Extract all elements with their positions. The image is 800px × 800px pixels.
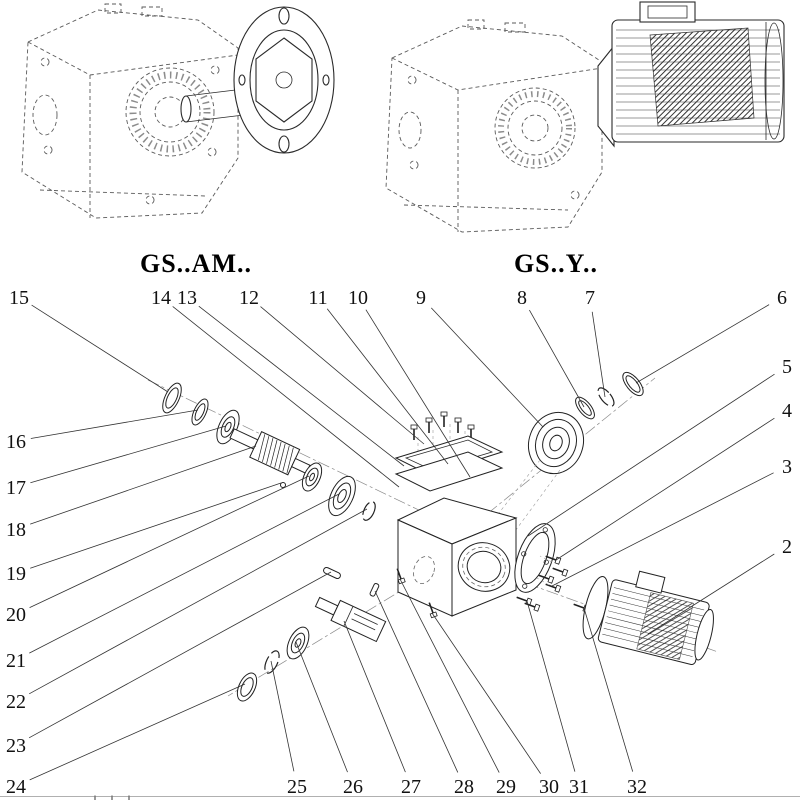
leader-line-3 [551,472,774,587]
key-part-23 [323,566,341,580]
gs-am-variant-drawing [21,3,335,219]
callout-number-10: 10 [348,287,368,309]
leader-line-28 [374,590,459,773]
bearing-part-20 [301,462,323,492]
callout-number-22: 22 [6,691,26,713]
worm-shaft-part-18 [229,428,311,476]
seal-ring-part-6 [622,371,644,397]
leader-line-6 [635,304,770,384]
leader-line-12 [260,306,425,445]
callout-number-17: 17 [6,477,26,499]
leader-line-31 [526,600,576,772]
leader-line-25 [270,660,295,772]
leader-line-18 [30,445,257,525]
motor-terminal-box [639,1,696,23]
callout-number-5: 5 [782,356,792,378]
output-cover-part-5 [514,523,556,593]
leader-line-10 [365,309,471,478]
leader-line-7 [591,311,606,398]
leader-line-4 [555,417,775,561]
leader-line-11 [326,308,449,465]
callout-number-3: 3 [782,456,792,478]
gs-y-label: GS..Y.. [514,249,598,278]
callout-number-14: 14 [151,287,171,309]
input-axis-centerline [147,379,451,526]
leader-line-15 [31,304,169,393]
seal-ring-part-15 [162,382,182,414]
motor-shaded-band [649,27,755,127]
callout-number-8: 8 [517,287,527,309]
snap-ring-part-25 [264,650,280,674]
worm-wheel-part-21 [328,475,356,517]
motor-part-2 [582,570,714,665]
callout-number-25: 25 [287,776,307,798]
leader-line-2 [647,553,775,635]
gs-am-output-flange [233,6,335,154]
cover-bolts-12 [410,411,475,441]
leader-line-9 [431,307,544,428]
callout-number-9: 9 [416,287,426,309]
leader-line-16 [30,409,199,439]
pin-part-19 [280,482,286,488]
retaining-ring-part-22 [362,501,376,521]
callout-number-26: 26 [343,776,363,798]
leader-line-27 [343,620,406,773]
cropped-table-edge [0,795,800,800]
callout-number-24: 24 [6,776,26,798]
callout-number-15: 15 [9,287,29,309]
leader-line-30 [431,612,541,774]
leader-line-21 [29,493,340,654]
leader-line-26 [295,641,348,773]
callout-number-32: 32 [627,776,647,798]
leader-line-24 [29,683,246,781]
leader-line-14 [172,306,400,488]
gear-housing-part [396,497,518,617]
callout-number-18: 18 [6,519,26,541]
callout-number-16: 16 [6,431,26,453]
output-shaft-part-27 [314,596,387,643]
callout-number-27: 27 [401,776,421,798]
leader-line-17 [30,425,227,484]
callout-number-12: 12 [239,287,259,309]
callout-number-30: 30 [539,776,559,798]
bearing-part-26 [286,626,310,660]
pin-part-28 [369,583,380,597]
callout-number-4: 4 [782,400,792,422]
callout-number-20: 20 [6,604,26,626]
gs-am-label: GS..AM.. [140,249,252,278]
spacer-ring-part-8 [575,396,595,420]
leader-line-19 [30,482,282,569]
leader-line-13 [198,305,405,467]
callout-number-2: 2 [782,536,792,558]
gs-y-motor [597,1,785,148]
gs-y-variant-drawing [385,1,785,233]
callout-number-19: 19 [6,563,26,585]
callout-number-13: 13 [177,287,197,309]
motor-fan-cowl [764,22,784,140]
motor-flange-bolts-31-32 [514,593,590,613]
callout-number-28: 28 [454,776,474,798]
gs-am-output-shaft [180,87,253,123]
leader-line-32 [583,607,634,772]
callout-number-11: 11 [308,287,327,309]
exploded-view-drawing [147,371,719,702]
leader-line-29 [399,578,500,773]
callout-number-23: 23 [6,735,26,757]
callout-number-6: 6 [777,287,787,309]
leader-line-20 [29,475,310,608]
leader-line-23 [28,571,332,739]
retaining-ring-part-7 [597,387,615,407]
leader-line-22 [29,508,368,695]
leader-line-8 [529,309,585,408]
callout-number-29: 29 [496,776,516,798]
helical-gear-part-9 [528,411,584,475]
leader-line-5 [527,373,775,537]
callout-number-7: 7 [585,287,595,309]
callout-number-31: 31 [569,776,589,798]
seal-ring-part-24 [236,672,258,702]
callout-number-21: 21 [6,650,26,672]
